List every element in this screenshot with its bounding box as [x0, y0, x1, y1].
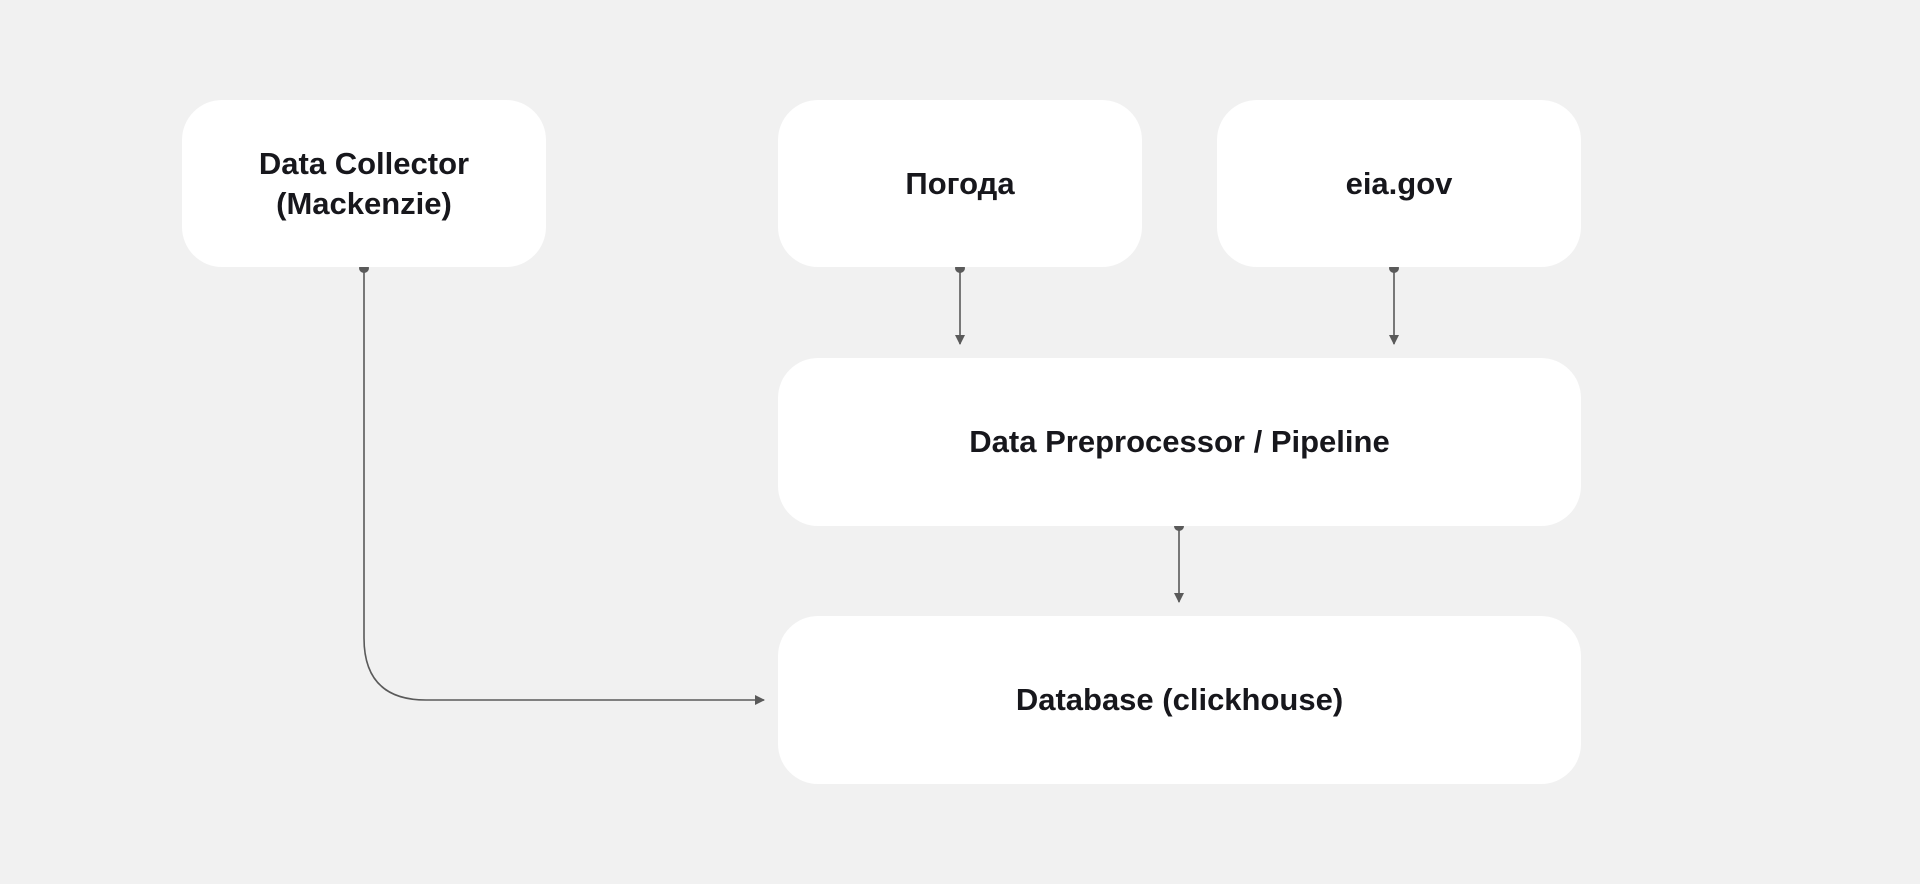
edge-pipeline-to-database	[1174, 521, 1184, 603]
edge-collector-to-database	[359, 263, 765, 705]
node-database-clickhouse[interactable]: Database (clickhouse)	[778, 616, 1581, 784]
node-data-preprocessor-pipeline[interactable]: Data Preprocessor / Pipeline	[778, 358, 1581, 526]
edge-collector-to-database-line	[363, 268, 765, 705]
node-weather-label: Погода	[905, 165, 1015, 201]
node-data-preprocessor-pipeline-label: Data Preprocessor / Pipeline	[969, 424, 1390, 459]
node-weather[interactable]: Погода	[778, 100, 1142, 267]
node-database-clickhouse-label: Database (clickhouse)	[1015, 682, 1344, 717]
node-data-collector[interactable]: Data Collector (Mackenzie)	[182, 100, 546, 267]
node-eia-gov[interactable]: eia.gov	[1217, 100, 1581, 267]
edge-eia-to-pipeline	[1389, 263, 1399, 345]
edge-weather-to-pipeline	[955, 263, 965, 345]
node-eia-gov-label: eia.gov	[1345, 165, 1453, 201]
node-data-collector-label: Data Collector (Mackenzie)	[258, 145, 470, 221]
